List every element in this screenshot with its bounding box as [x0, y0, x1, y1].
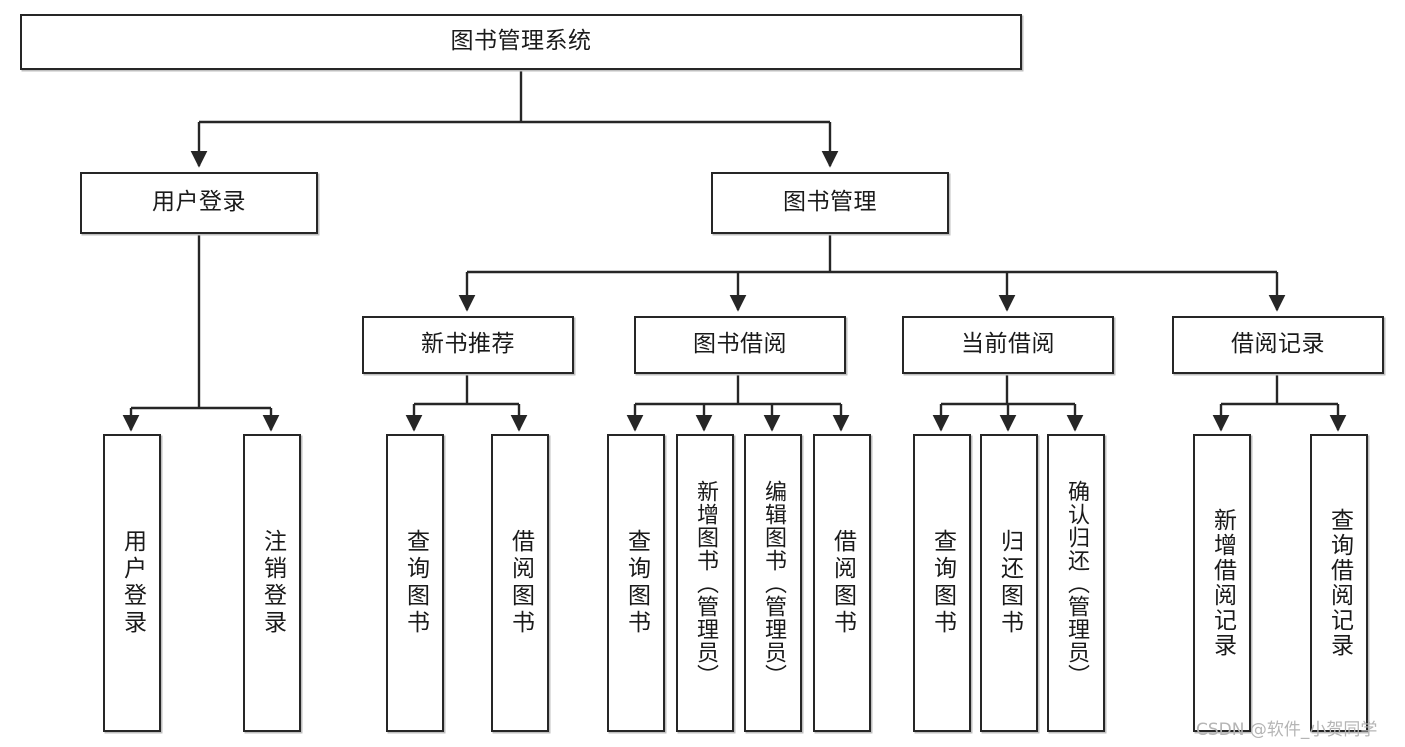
node-leaf-borrow-book-2[interactable] — [813, 434, 871, 732]
node-book-management[interactable] — [711, 172, 949, 234]
node-current-borrow[interactable] — [902, 316, 1114, 374]
node-leaf-user-login[interactable] — [103, 434, 161, 732]
node-leaf-query-book-3[interactable] — [913, 434, 971, 732]
node-leaf-add-borrow-record[interactable] — [1193, 434, 1251, 732]
node-leaf-add-book-admin[interactable] — [676, 434, 734, 732]
csdn-watermark: CSDN @软件_小贺同学 — [1196, 720, 1378, 740]
node-leaf-confirm-return-admin[interactable] — [1047, 434, 1105, 732]
node-user-login[interactable] — [80, 172, 318, 234]
node-book-borrow[interactable] — [634, 316, 846, 374]
node-leaf-logout-login[interactable] — [243, 434, 301, 732]
node-borrow-record[interactable] — [1172, 316, 1384, 374]
node-root[interactable] — [20, 14, 1022, 70]
node-leaf-query-borrow-record[interactable] — [1310, 434, 1368, 732]
node-new-book-recommend[interactable] — [362, 316, 574, 374]
node-leaf-query-book-1[interactable] — [386, 434, 444, 732]
node-leaf-borrow-book-1[interactable] — [491, 434, 549, 732]
node-leaf-return-book[interactable] — [980, 434, 1038, 732]
node-leaf-query-book-2[interactable] — [607, 434, 665, 732]
node-leaf-edit-book-admin[interactable] — [744, 434, 802, 732]
